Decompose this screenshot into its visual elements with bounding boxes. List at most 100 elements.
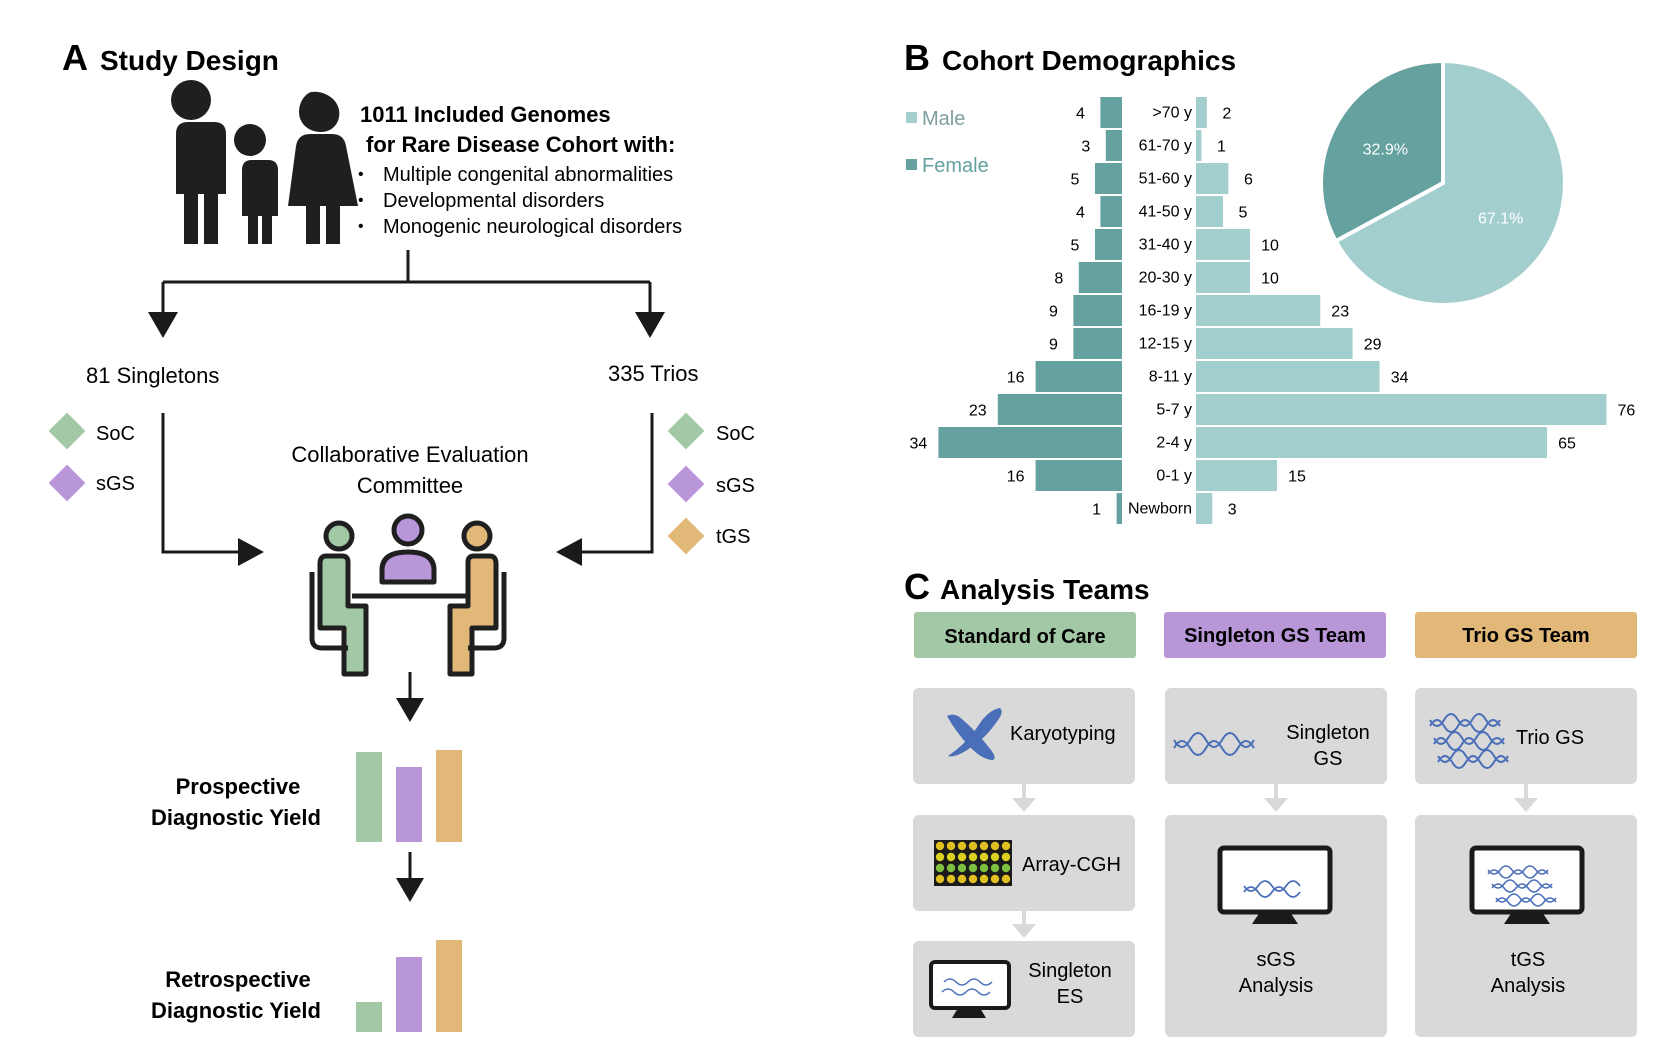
singleton-legend-sgs: sGS bbox=[96, 473, 135, 495]
step-trio-gs: Trio GS bbox=[1516, 727, 1584, 749]
pyramid-label-female: 5 bbox=[1071, 238, 1080, 255]
team-header-sgs bbox=[1164, 612, 1386, 658]
pyramid-label-male: 29 bbox=[1364, 337, 1382, 354]
step-singleton-es-line1: Singleton bbox=[1028, 960, 1111, 982]
arrow-left bbox=[556, 538, 582, 566]
pyramid-bar-female bbox=[1078, 262, 1122, 293]
pyramid-category-label: 12-15 y bbox=[1139, 336, 1192, 353]
pyramid-bar-female bbox=[1116, 493, 1122, 524]
pyramid-label-female: 5 bbox=[1071, 172, 1080, 189]
panel-b-title: Cohort Demographics bbox=[942, 45, 1236, 76]
pyramid-category-label: 0-1 y bbox=[1156, 468, 1192, 485]
pyramid-bar-female bbox=[1035, 460, 1122, 491]
soc-diamond bbox=[667, 412, 705, 450]
step-karyotyping: Karyotyping bbox=[1010, 723, 1116, 745]
arrow-down bbox=[1012, 924, 1036, 938]
pyramid-bar-male bbox=[1196, 394, 1607, 425]
committee-icon bbox=[309, 513, 507, 677]
pie-slice-male bbox=[1333, 58, 1567, 307]
pyramid-bar-male bbox=[1196, 493, 1213, 524]
legend-female: Female bbox=[922, 155, 989, 177]
trio-legend-soc: SoC bbox=[716, 423, 755, 445]
step-tgs-analysis-line1: tGS bbox=[1511, 949, 1545, 971]
legend-swatch-male bbox=[906, 112, 917, 123]
trios-label: 335 Trios bbox=[608, 361, 699, 386]
pyramid-label-male: 6 bbox=[1244, 172, 1253, 189]
pyramid-bar-female bbox=[1073, 328, 1122, 359]
pyramid-category-label: 8-11 y bbox=[1149, 369, 1192, 386]
pyramid-bar-female bbox=[1035, 361, 1122, 392]
pyramid-label-male: 10 bbox=[1261, 238, 1279, 255]
pyramid-label-male: 65 bbox=[1558, 436, 1576, 453]
arrow-right bbox=[238, 538, 264, 566]
pyramid-bar-female bbox=[1100, 196, 1122, 227]
committee-line1: Collaborative Evaluation bbox=[291, 442, 528, 467]
sgs-diamond bbox=[667, 465, 705, 503]
pyramid-label-female: 9 bbox=[1049, 337, 1058, 354]
panel-c-letter: C bbox=[904, 566, 930, 607]
step-box-karyotyping bbox=[913, 688, 1135, 784]
split-connector bbox=[161, 250, 652, 316]
prospective-bars bbox=[356, 750, 462, 842]
pyramid-category-label: 51-60 y bbox=[1139, 171, 1192, 188]
pyramid-bar-male bbox=[1196, 328, 1353, 359]
pyramid-bar-male bbox=[1196, 196, 1223, 227]
pie-label-female: 32.9% bbox=[1363, 142, 1408, 159]
singleton-legend-soc: SoC bbox=[96, 423, 135, 445]
step-singleton-gs-line1: Singleton bbox=[1286, 722, 1369, 744]
step-tgs-analysis-line2: Analysis bbox=[1491, 975, 1565, 997]
retrospective-line1: Retrospective bbox=[165, 967, 311, 992]
team-name-soc: Standard of Care bbox=[944, 626, 1105, 648]
step-box-singleton-gs bbox=[1165, 688, 1387, 784]
pyramid-bar-male bbox=[1196, 295, 1321, 326]
pie-label-male: 67.1% bbox=[1478, 210, 1523, 227]
pyramid-category-label: 16-19 y bbox=[1139, 303, 1192, 320]
pyramid-category-label: 20-30 y bbox=[1139, 270, 1192, 287]
bullet-dot: • bbox=[358, 166, 364, 183]
step-array-cgh: Array-CGH bbox=[1022, 854, 1121, 876]
pyramid-label-male: 15 bbox=[1288, 469, 1306, 486]
monitor-icon bbox=[929, 960, 1011, 1018]
pyramid-label-male: 5 bbox=[1239, 205, 1248, 222]
trio-legend-sgs: sGS bbox=[716, 475, 755, 497]
team-header-tgs bbox=[1415, 612, 1637, 658]
pyramid-category-label: 61-70 y bbox=[1139, 138, 1192, 155]
yield-bar-soc bbox=[356, 1002, 382, 1032]
pyramid-category-label: 31-40 y bbox=[1139, 237, 1192, 254]
yield-bar-sgs bbox=[396, 767, 422, 842]
bullet-3: Monogenic neurological disorders bbox=[383, 216, 682, 238]
pyramid-bar-male bbox=[1196, 229, 1250, 260]
arrow-down bbox=[1012, 798, 1036, 812]
yield-bar-tgs bbox=[436, 750, 462, 842]
arrow-down-right bbox=[635, 312, 665, 338]
dna-trio-icon bbox=[1429, 713, 1509, 769]
pyramid-label-female: 8 bbox=[1054, 271, 1063, 288]
pie-slice-female bbox=[1319, 58, 1445, 244]
yield-bar-tgs bbox=[436, 940, 462, 1032]
chromosome-icon bbox=[947, 708, 1002, 760]
pyramid-label-male: 2 bbox=[1222, 106, 1231, 123]
panel-c-title: Analysis Teams bbox=[940, 574, 1150, 605]
bullet-dot: • bbox=[358, 218, 364, 235]
pyramid-label-female: 16 bbox=[1007, 370, 1025, 387]
prospective-line2: Diagnostic Yield bbox=[151, 805, 321, 830]
yield-bar-sgs bbox=[396, 957, 422, 1032]
arrow-down bbox=[396, 878, 424, 902]
bullet-1: Multiple congenital abnormalities bbox=[383, 164, 673, 186]
monitor-icon bbox=[1217, 845, 1333, 924]
step-box-trio-gs bbox=[1415, 688, 1637, 784]
panel-a: A Study Design 1011 Included Genomes for… bbox=[48, 37, 755, 1032]
pyramid-bar-male bbox=[1196, 427, 1547, 458]
side-connectors bbox=[161, 413, 654, 554]
pyramid-label-female: 4 bbox=[1076, 106, 1085, 123]
pyramid-category-label: 5-7 y bbox=[1156, 402, 1192, 419]
step-sgs-analysis-line1: sGS bbox=[1257, 949, 1296, 971]
step-sgs-analysis-line2: Analysis bbox=[1239, 975, 1313, 997]
pyramid-category-label: 2-4 y bbox=[1156, 435, 1192, 452]
pyramid-label-female: 1 bbox=[1092, 502, 1101, 519]
team-name-sgs: Singleton GS Team bbox=[1184, 625, 1366, 647]
panel-a-letter: A bbox=[62, 37, 88, 78]
